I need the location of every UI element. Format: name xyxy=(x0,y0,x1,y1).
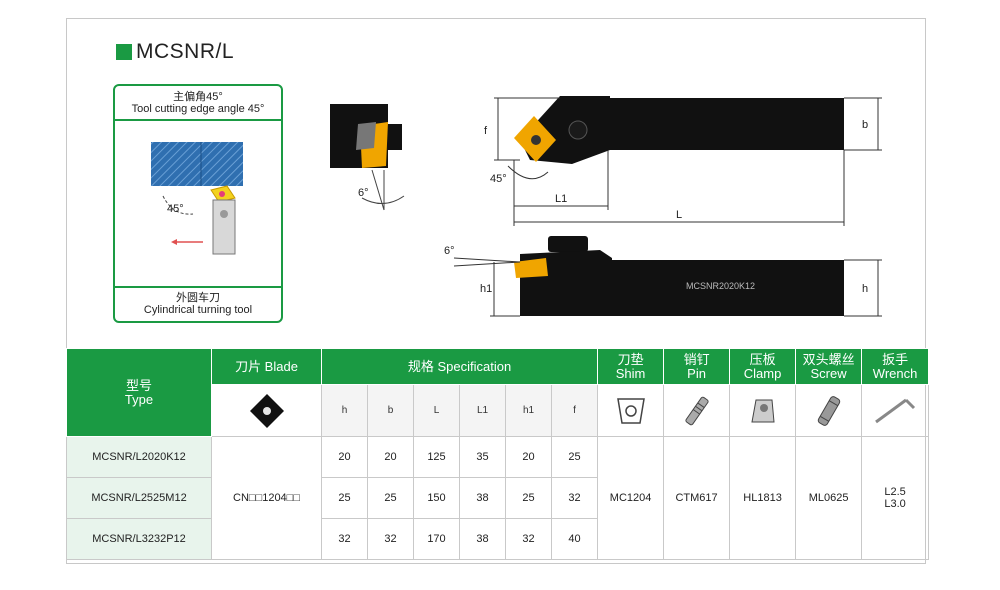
type-caption-en: Cylindrical turning tool xyxy=(143,304,253,316)
side-view-angle: 6° xyxy=(444,245,455,257)
screw-code: ML0625 xyxy=(795,436,863,560)
clamp-icon xyxy=(729,384,797,437)
blade-code: CN□□1204□□ xyxy=(211,436,322,560)
spec-value: 150 xyxy=(413,477,460,519)
dim-b-top: b xyxy=(862,119,868,131)
title-marker xyxy=(116,44,132,60)
dim-L1: L1 xyxy=(555,193,567,205)
spec-value: 25 xyxy=(367,477,414,519)
title-text: MCSNR/L xyxy=(136,40,235,63)
type-caption-cn: 外圆车刀 xyxy=(176,292,220,304)
model-cell-1: MCSNR/L2020K12 xyxy=(66,436,212,478)
spec-value: 32 xyxy=(505,518,552,560)
schematic-bottom-divider xyxy=(115,286,281,288)
end-view: 6° xyxy=(330,104,405,211)
schematic-angle-label: 45° xyxy=(167,203,184,215)
spec-value: 32 xyxy=(367,518,414,560)
shim-code: MC1204 xyxy=(597,436,665,560)
angle-caption-en: Tool cutting edge angle 45° xyxy=(131,103,265,115)
pin-code: CTM617 xyxy=(663,436,731,560)
spec-col-L1: L1 xyxy=(459,384,506,437)
spec-value: 32 xyxy=(321,518,368,560)
dim-L: L xyxy=(676,209,682,221)
spec-col-f: f xyxy=(550,384,599,437)
angle-caption-cn: 主偏角45° xyxy=(173,91,223,103)
schematic-holder xyxy=(212,199,236,255)
spec-value: 40 xyxy=(550,518,599,560)
spec-value: 170 xyxy=(413,518,460,560)
spec-col-b: b xyxy=(367,384,414,437)
side-view: MCSNR2020K12 6° h1 h xyxy=(444,236,882,317)
spec-col-h: h xyxy=(321,384,368,437)
wrench-icon xyxy=(861,384,930,437)
spec-value: 20 xyxy=(367,436,414,478)
feed-arrow xyxy=(171,239,177,245)
spec-header: 规格 Specification xyxy=(320,348,599,385)
screw-icon xyxy=(795,384,863,437)
clamp-code: HL1813 xyxy=(729,436,797,560)
spec-value: 125 xyxy=(413,436,460,478)
dim-45: 45° xyxy=(490,173,507,185)
tool-drawings: 6° f 45° L1 L b MCSNR2020K12 6° xyxy=(330,96,882,317)
top-view: f 45° L1 L b xyxy=(484,96,882,226)
spec-value: 38 xyxy=(459,518,506,560)
dim-h-side: h xyxy=(862,283,868,295)
schematic-top-divider xyxy=(115,119,281,121)
spec-value: 25 xyxy=(321,477,368,519)
blade-insert-icon xyxy=(211,384,322,437)
page-title: MCSNR/L xyxy=(116,40,234,64)
workpiece xyxy=(151,142,243,186)
spec-value: 25 xyxy=(550,436,599,478)
spec-col-h1: h1 xyxy=(505,384,552,437)
dim-h1: h1 xyxy=(480,283,492,295)
spec-value: 35 xyxy=(459,436,506,478)
turning-schematic: 45° xyxy=(151,142,243,255)
spec-value: 38 xyxy=(459,477,506,519)
model-cell-2: MCSNR/L2525M12 xyxy=(66,477,212,519)
pin-icon xyxy=(663,384,731,437)
shim-icon xyxy=(597,384,665,437)
holder-engraving: MCSNR2020K12 xyxy=(686,281,755,291)
model-cell-3: MCSNR/L3232P12 xyxy=(66,518,212,560)
spec-value: 20 xyxy=(321,436,368,478)
blade-header: 刀片 Blade xyxy=(211,348,322,385)
end-view-angle: 6° xyxy=(358,187,369,199)
schematic-box: 主偏角45° Tool cutting edge angle 45° 45° 外… xyxy=(113,84,283,323)
spec-value: 32 xyxy=(550,477,599,519)
dim-f: f xyxy=(484,125,488,137)
spec-col-L: L xyxy=(413,384,460,437)
spec-value: 20 xyxy=(505,436,552,478)
spec-value: 25 xyxy=(505,477,552,519)
